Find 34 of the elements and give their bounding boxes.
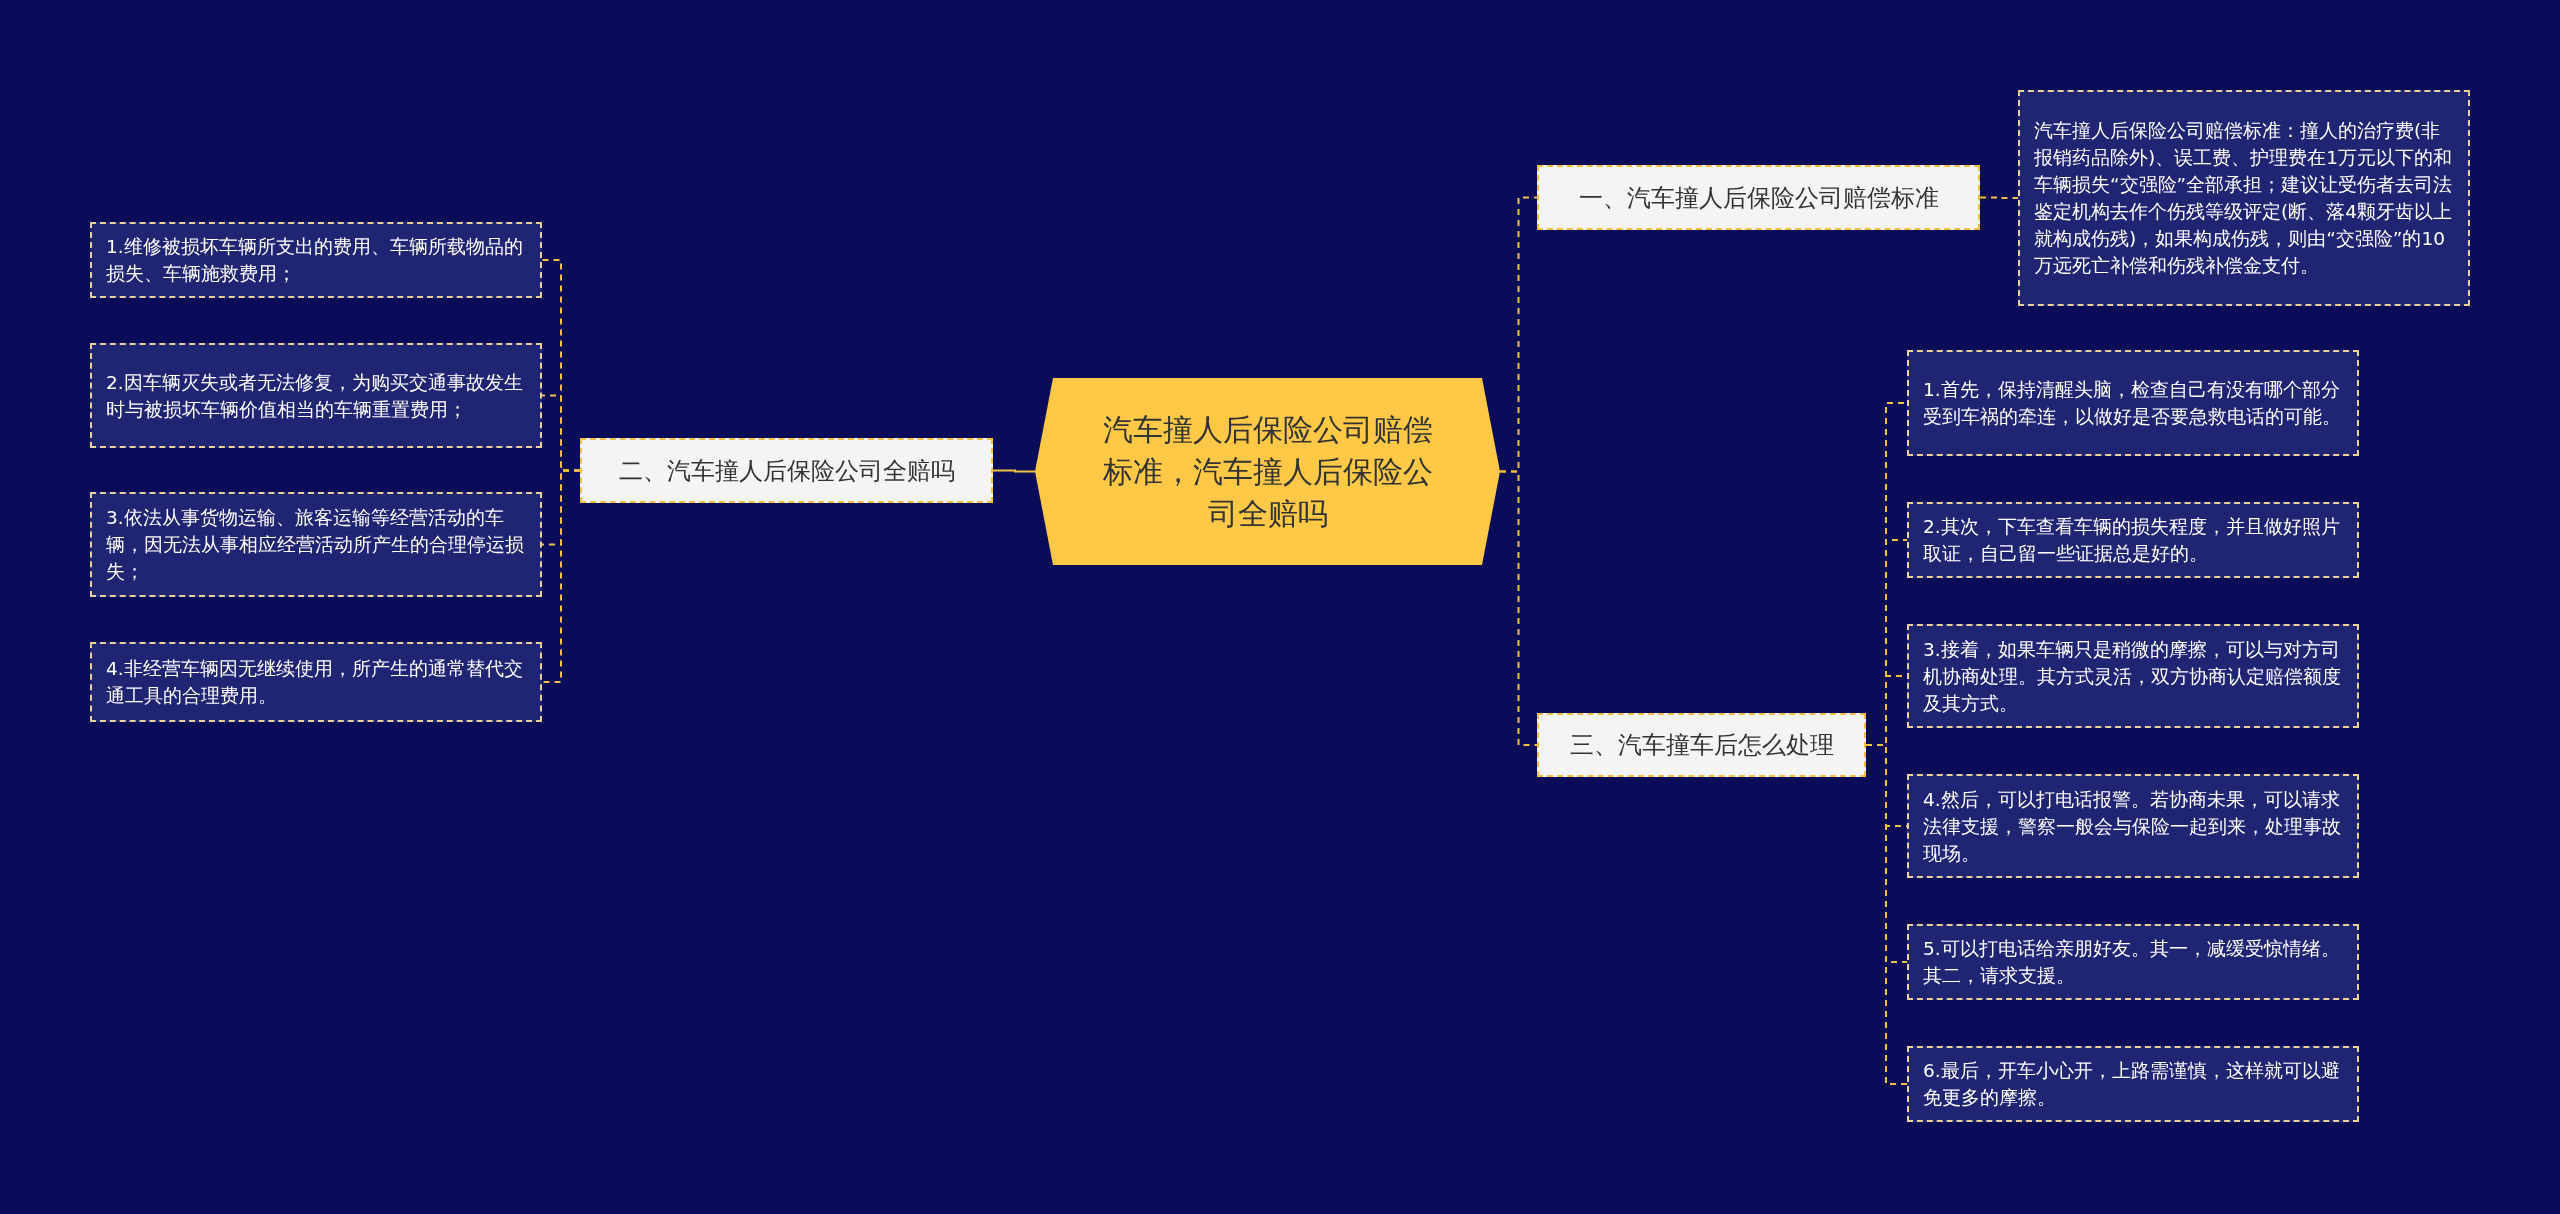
detail-text: 2.因车辆灭失或者无法修复，为购买交通事故发生时与被损坏车辆价值相当的车辆重置费用； <box>106 370 524 422</box>
connector-line <box>992 469 1036 473</box>
detail-text: 6.最后，开车小心开，上路需谨慎，这样就可以避免更多的摩擦。 <box>1923 1059 2341 1110</box>
topic-text: 三、汽车撞车后怎么处理 <box>1569 730 1834 761</box>
detail-card <box>1907 624 2359 728</box>
connector-line <box>1979 196 2019 199</box>
detail-card <box>2018 90 2470 306</box>
detail-card <box>1907 1046 2359 1122</box>
detail-text: 4.然后，可以打电话报警。若协商未果，可以请求法律支援，警察一般会与保险一起到来，处理事故现场。 <box>1923 787 2342 866</box>
topic-text: 汽车撞人后保险公司赔偿标准，汽车撞人后保险公司全赔吗 <box>1101 410 1434 533</box>
detail-text: 5.可以打电话给亲朋好友。其一，减缓受惊情绪。其二，请求支援。 <box>1923 937 2341 988</box>
detail-text: 1.首先，保持清醒头脑，检查自己有没有哪个部分受到车祸的牵连，以做好是否要急救电话的可能。 <box>1923 378 2342 429</box>
detail-card <box>1907 924 2359 1000</box>
detail-card <box>90 492 542 597</box>
detail-text: 汽车撞人后保险公司赔偿标准：撞人的治疗费(非报销药品除外)、误工费、护理费在1万元以下的和车辆损失“交强险”全部承担；建议让受伤者去司法鉴定机构去作个伤残等级评定(断、落4颗牙齿以上就构成伤残)，如果构成伤残，则由“交强险”的10万远死亡补偿和伤残补偿金支付。 <box>2034 119 2454 278</box>
detail-text: 3.依法从事货物运输、旅客运输等经营活动的车辆，因无法从事相应经营活动所产生的合理停运损失； <box>106 506 525 584</box>
detail-text: 2.其次，下车查看车辆的损失程度，并且做好照片取证，自己留一些证据总是好的。 <box>1923 515 2341 566</box>
detail-text: 3.接着，如果车辆只是稍微的摩擦，可以与对方司机协商处理。其方式灵活，双方协商认定赔偿额度及其方式。 <box>1923 637 2342 716</box>
detail-card <box>1907 774 2359 878</box>
detail-card <box>1907 350 2359 456</box>
detail-card <box>90 642 542 722</box>
detail-card <box>90 343 542 448</box>
detail-card <box>1907 502 2359 578</box>
topic-text: 二、汽车撞人后保险公司全赔吗 <box>618 455 955 487</box>
connector-line <box>1499 470 1538 746</box>
branch-topic <box>1537 165 1980 230</box>
branch-topic <box>1537 713 1866 777</box>
central-topic <box>1035 378 1500 565</box>
detail-card <box>90 222 542 298</box>
topic-text: 一、汽车撞人后保险公司赔偿标准 <box>1578 182 1939 214</box>
detail-text: 1.维修被损坏车辆所支出的费用、车辆所载物品的损失、车辆施救费用； <box>106 235 524 286</box>
connector-line <box>541 469 581 683</box>
detail-text: 4.非经营车辆因无继续使用，所产生的通常替代交通工具的合理费用。 <box>106 657 524 708</box>
branch-topic <box>580 438 993 503</box>
